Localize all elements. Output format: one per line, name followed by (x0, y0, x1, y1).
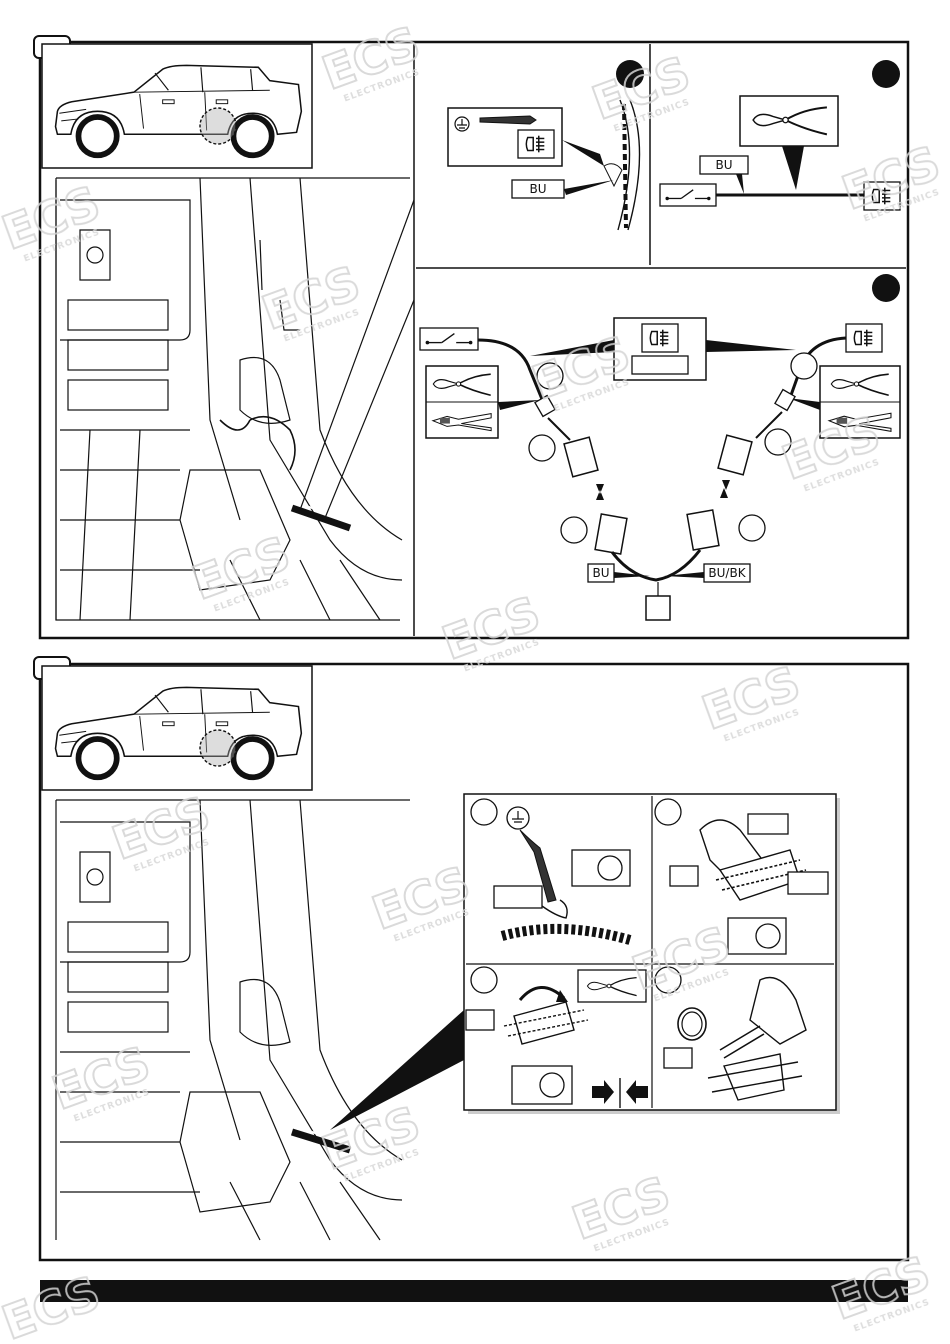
vehicle-thumbnail (42, 44, 312, 168)
svg-text:ECS: ECS (0, 1266, 107, 1344)
callout-b-marker (872, 60, 900, 88)
wire-label-bu-a: BU (529, 182, 546, 196)
test-probe-icon (480, 116, 536, 124)
wire-label-bubk-c: BU/BK (708, 566, 746, 580)
step-2-panel (34, 657, 908, 1260)
wire-label-bu-b: BU (715, 158, 732, 172)
wire-label-bu-c: BU (592, 566, 609, 580)
vehicle-thumbnail-2 (42, 666, 312, 790)
callout-c-marker (872, 274, 900, 302)
location-highlight (200, 108, 236, 144)
connector-male-right (687, 510, 719, 550)
location-highlight-2 (200, 730, 236, 766)
footer-bar (40, 1280, 908, 1302)
connector-male-left (595, 514, 627, 554)
step-1-panel: BU BU (34, 36, 908, 638)
